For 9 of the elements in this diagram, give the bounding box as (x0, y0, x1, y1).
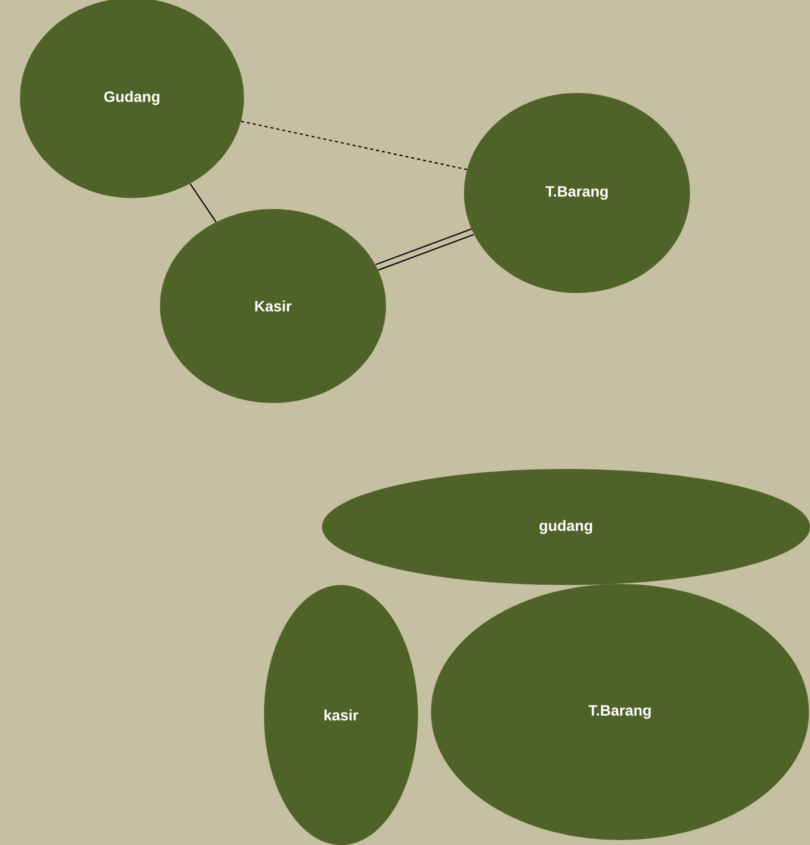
connector-line (376, 228, 472, 266)
ellipse-node: Kasir (160, 209, 386, 403)
ellipse-node: gudang (322, 469, 810, 585)
ellipse-node: kasir (264, 585, 418, 845)
connector-line (378, 234, 474, 271)
ellipse-node: T.Barang (431, 584, 809, 840)
ellipse-node: T.Barang (464, 93, 690, 293)
connector-line (190, 183, 217, 222)
connector-line (241, 120, 468, 170)
